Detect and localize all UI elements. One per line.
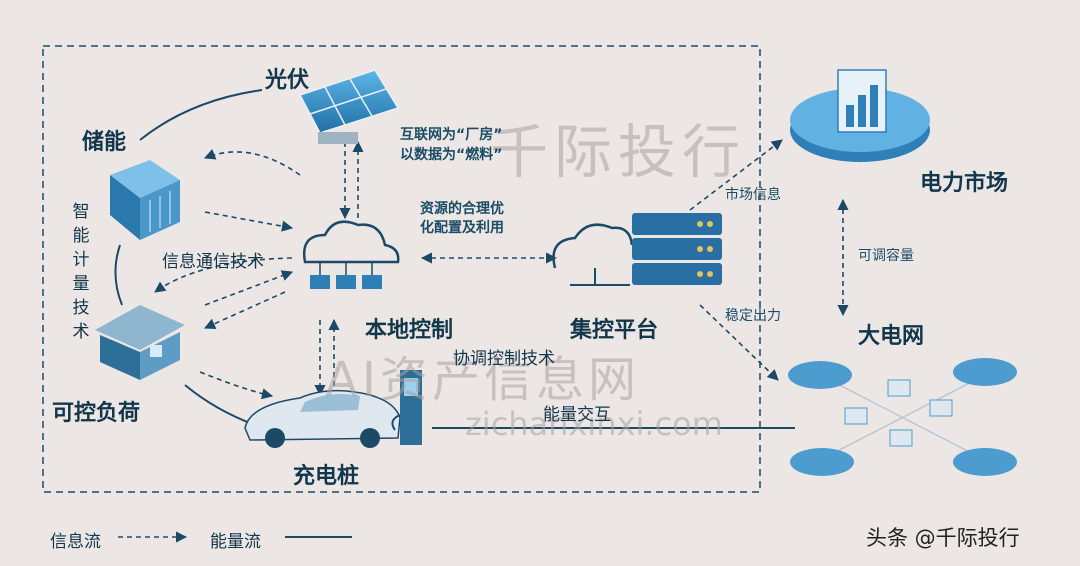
label-central-platform: 集控平台 [570,318,659,343]
energy-arc-storage-load [114,244,123,306]
footer-credit: 头条 @千际投行 [866,526,1020,550]
label-solar: 光伏 [265,68,310,93]
info-flow-cloud-solar-arc [203,149,301,176]
electric-car-icon [244,389,401,448]
solar-panel-icon [298,69,400,144]
annotation-coordination: 协调控制技术 [453,349,555,369]
label-controllable-load: 可控负荷 [52,401,141,426]
info-flow-load-cloud-1 [204,270,294,306]
label-storage: 储能 [82,130,127,155]
charging-station-icon [391,370,422,445]
label-metering: 智能计量技术 [72,202,90,342]
energy-arc-load-ev [184,384,256,426]
annotation-internet-line1: 互联网为“厂房” [400,127,503,143]
annotation-adjustable-capacity: 可调容量 [858,248,914,264]
label-charging-pile: 充电桩 [293,464,360,489]
info-flow-platform-grid [699,304,779,381]
info-flow-cloud-metering [154,257,293,293]
power-market-icon [790,69,930,162]
power-grid-icon [788,358,1017,476]
local-control-cloud-icon [302,220,400,289]
central-platform-server-icon [552,213,722,286]
info-flow-load-cloud-2 [203,291,286,329]
microgrid-boundary [42,45,761,493]
annotation-resource-line2: 化配置及利用 [420,220,504,236]
info-flow-load-ev [199,371,274,400]
label-local-control: 本地控制 [365,318,454,343]
legend-energy-flow-label: 能量流 [210,532,261,552]
legend-info-flow-label: 信息流 [50,532,101,552]
annotation-market-info: 市场信息 [725,187,781,203]
annotation-stable-output: 稳定出力 [725,308,781,324]
watermark-url: zichanxinxi.com [465,405,723,443]
info-flow-storage-cloud [204,211,294,232]
watermark-brand: 千际投行 [490,118,747,186]
label-power-market: 电力市场 [920,171,1009,196]
annotation-info-comm: 信息通信技术 [162,252,264,272]
label-grid: 大电网 [858,324,925,349]
house-icon [95,305,185,380]
energy-arc-storage-solar [139,89,263,141]
annotation-energy-exchange: 能量交互 [543,405,611,425]
battery-storage-icon [110,160,180,240]
annotation-internet-line2: 以数据为“燃料” [400,147,503,163]
annotation-resource-line1: 资源的合理优 [420,201,504,217]
watermark-ai-asset: AI资产信息网 [325,352,640,408]
info-flow-platform-market [689,139,783,211]
